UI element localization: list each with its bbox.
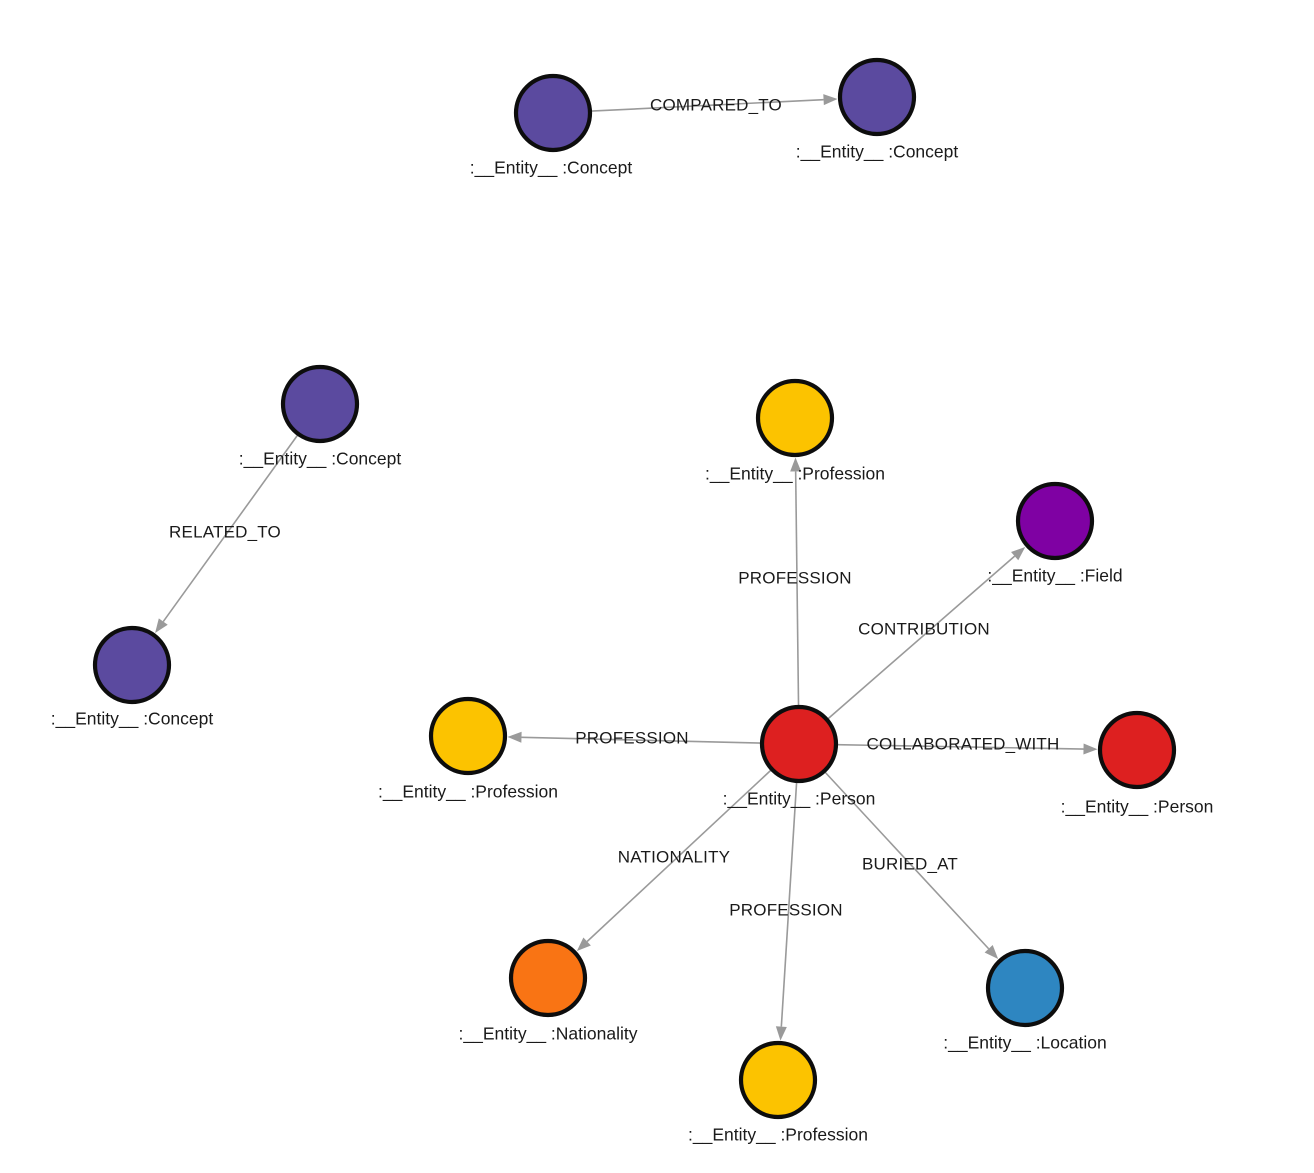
arrow-head-icon <box>507 731 522 743</box>
edge-label-e_buried_at: BURIED_AT <box>862 854 958 873</box>
edge-label-e_compared_to: COMPARED_TO <box>650 95 782 114</box>
edge-label-e_profession_top: PROFESSION <box>738 568 851 587</box>
arrow-head-icon <box>790 457 802 472</box>
edge-label-e_profession_left: PROFESSION <box>575 728 688 747</box>
arrow-head-icon <box>1083 743 1098 755</box>
graph-edge-e_buried_at[interactable] <box>824 771 990 950</box>
node-label-person_hub: :__Entity__ :Person <box>723 789 876 810</box>
graph-edge-e_profession_left[interactable] <box>521 736 761 744</box>
edge-label-e_contribution: CONTRIBUTION <box>858 619 990 638</box>
graph-node-location[interactable] <box>985 948 1065 1028</box>
node-label-profession_left: :__Entity__ :Profession <box>378 782 558 803</box>
graph-node-person_hub[interactable] <box>759 704 839 784</box>
graph-edge-e_collaborated_with[interactable] <box>837 743 1084 750</box>
arrow-head-icon <box>576 937 591 952</box>
graph-node-field[interactable] <box>1015 481 1095 561</box>
edge-label-e_nationality: NATIONALITY <box>618 847 730 866</box>
edge-label-e_related_to: RELATED_TO <box>169 522 281 541</box>
node-label-concept_d: :__Entity__ :Concept <box>51 709 214 730</box>
node-label-nationality: :__Entity__ :Nationality <box>459 1024 638 1045</box>
graph-edge-e_contribution[interactable] <box>827 555 1016 720</box>
edge-labels-layer: COMPARED_TO RELATED_TO PROFESSION CONTRIBUT… <box>169 95 1059 919</box>
edge-label-e_profession_bottom: PROFESSION <box>729 900 842 919</box>
graph-edge-e_profession_bottom[interactable] <box>780 782 798 1027</box>
graph-node-concept_a[interactable] <box>513 73 593 153</box>
arrow-head-icon <box>155 618 168 633</box>
graph-edge-e_related_to[interactable] <box>162 434 299 623</box>
node-label-person_other: :__Entity__ :Person <box>1061 797 1214 818</box>
node-label-concept_b: :__Entity__ :Concept <box>796 142 959 163</box>
node-label-concept_a: :__Entity__ :Concept <box>470 158 633 179</box>
arrow-head-icon <box>823 94 838 106</box>
graph-node-concept_c[interactable] <box>280 364 360 444</box>
arrow-head-icon <box>775 1026 787 1041</box>
graph-node-profession_left[interactable] <box>428 696 508 776</box>
graph-node-concept_b[interactable] <box>837 57 917 137</box>
graph-node-concept_d[interactable] <box>92 625 172 705</box>
node-label-field: :__Entity__ :Field <box>987 566 1122 587</box>
graph-node-profession_bottom[interactable] <box>738 1040 818 1120</box>
graph-node-nationality[interactable] <box>508 938 588 1018</box>
arrow-head-icon <box>1011 546 1026 561</box>
graph-edge-e_nationality[interactable] <box>586 769 772 943</box>
nodes-layer <box>92 57 1177 1120</box>
node-label-concept_c: :__Entity__ :Concept <box>239 449 402 470</box>
node-label-location: :__Entity__ :Location <box>943 1033 1106 1054</box>
edge-label-e_collaborated_with: COLLABORATED_WITH <box>867 734 1060 753</box>
arrow-head-icon <box>984 945 999 960</box>
graph-node-person_other[interactable] <box>1097 710 1177 790</box>
graph-edge-e_profession_top[interactable] <box>794 471 800 706</box>
graph-edge-e_compared_to[interactable] <box>591 98 824 112</box>
node-label-profession_bottom: :__Entity__ :Profession <box>688 1125 868 1146</box>
node-labels-layer: :__Entity__ :Concept :__Entity__ :Concept… <box>51 142 1214 1146</box>
edges-layer <box>155 94 1098 1041</box>
graph-node-profession_top[interactable] <box>755 378 835 458</box>
node-label-profession_top: :__Entity__ :Profession <box>705 464 885 485</box>
